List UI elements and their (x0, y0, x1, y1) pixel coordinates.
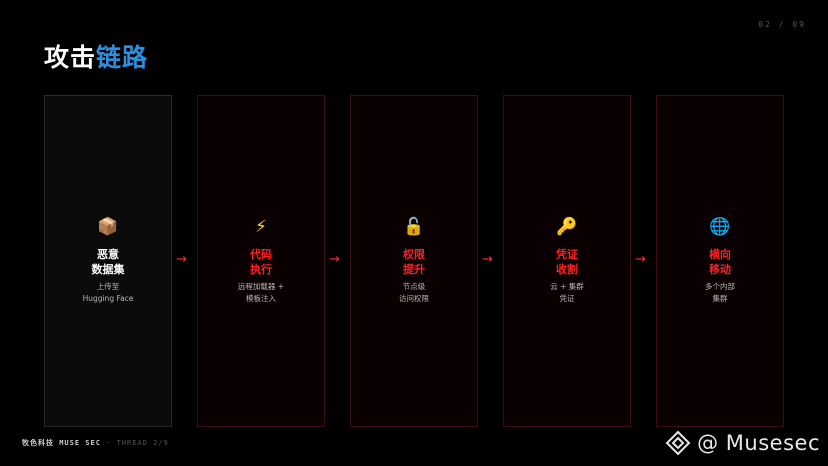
arrow-icon: → (482, 252, 493, 267)
lightning-icon: ⚡ (255, 217, 267, 237)
key-icon: 🔑 (556, 217, 578, 237)
arrow-icon: → (635, 252, 646, 267)
step-description: 节点级访问权限 (399, 282, 429, 303)
step-title: 凭证收割 (556, 248, 578, 276)
footer: 牧色科技 MUSE SEC · THREAD 2/9 (22, 438, 169, 448)
globe-icon: 🌐 (709, 217, 731, 237)
footer-thread: THREAD 2/9 (116, 439, 169, 447)
step-card-execution: ⚡ 代码执行 远程加载器 +模板注入 (197, 95, 325, 427)
page-title: 攻击链路 (44, 38, 148, 74)
arrow-icon: → (176, 252, 187, 267)
step-card-lateral: 🌐 横向移动 多个内部集群 (656, 95, 784, 427)
footer-brand-en: MUSE SEC (59, 439, 101, 447)
watermark: @ Musesec (665, 430, 820, 456)
step-title: 权限提升 (403, 248, 425, 276)
step-card-privilege: 🔓 权限提升 节点级访问权限 (350, 95, 478, 427)
title-part2: 链路 (96, 43, 149, 72)
step-card-credentials: 🔑 凭证收割 云 + 集群凭证 (503, 95, 631, 427)
arrow-icon: → (329, 252, 340, 267)
title-part1: 攻击 (44, 43, 97, 72)
step-description: 远程加载器 +模板注入 (237, 282, 285, 303)
footer-brand-cn: 牧色科技 (22, 439, 54, 447)
unlock-icon: 🔓 (403, 217, 425, 237)
package-icon: 📦 (97, 217, 119, 237)
watermark-text: @ Musesec (697, 431, 820, 455)
musesec-logo-icon (665, 430, 691, 456)
step-title: 代码执行 (250, 248, 272, 276)
step-description: 云 + 集群凭证 (550, 282, 584, 303)
page-number: 02 / 09 (758, 20, 806, 29)
step-title: 横向移动 (709, 248, 731, 276)
step-description: 多个内部集群 (705, 282, 735, 303)
step-title: 恶意数据集 (91, 248, 125, 276)
footer-separator: · (106, 439, 112, 447)
